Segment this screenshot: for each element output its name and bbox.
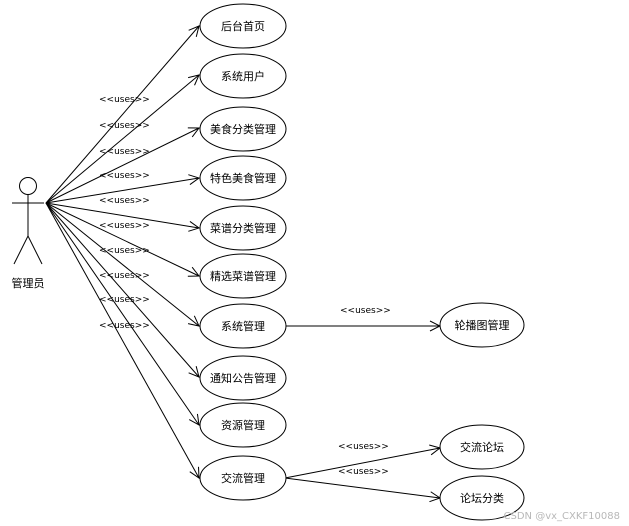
assoc-line-exchange-to-forum [284, 448, 440, 479]
use-case-exchange-forum: 交流论坛 [439, 424, 525, 470]
assoc-line-exchange-to-category [284, 477, 440, 498]
uses-label: <<uses>> [99, 271, 150, 281]
assoc-line-2 [45, 128, 199, 204]
use-cases: 后台首页 系统用户 美食分类管理 特色美食管理 菜谱分类管理 精选菜谱管理 系统… [199, 3, 525, 521]
assoc-line-8 [45, 202, 199, 425]
use-case-system-management: 系统管理 [199, 303, 287, 349]
use-case-forum-category: 论坛分类 [439, 475, 525, 521]
uses-label: <<uses>> [338, 467, 389, 477]
associations [45, 26, 440, 498]
uses-label: <<uses>> [99, 95, 150, 105]
svg-text:后台首页: 后台首页 [221, 19, 265, 33]
actor-head [19, 177, 37, 195]
use-case-notice-management: 通知公告管理 [199, 355, 287, 401]
assoc-line-0 [45, 26, 199, 204]
use-case-featured-food-management: 特色美食管理 [199, 155, 287, 201]
svg-text:系统管理: 系统管理 [221, 319, 265, 333]
uses-label: <<uses>> [338, 442, 389, 452]
use-case-carousel-management: 轮播图管理 [439, 302, 525, 348]
svg-text:菜谱分类管理: 菜谱分类管理 [210, 221, 276, 235]
watermark: CSDN @vx_CXKF10088 [504, 511, 620, 522]
uses-label: <<uses>> [99, 121, 150, 131]
svg-text:通知公告管理: 通知公告管理 [210, 371, 276, 385]
assoc-line-6 [45, 202, 199, 326]
uses-label: <<uses>> [99, 196, 150, 206]
svg-text:特色美食管理: 特色美食管理 [210, 171, 276, 185]
svg-text:论坛分类: 论坛分类 [460, 491, 504, 505]
stereotype-labels: <<uses>> <<uses>> <<uses>> <<uses>> <<us… [99, 95, 391, 477]
uses-label: <<uses>> [99, 246, 150, 256]
uses-label: <<uses>> [99, 221, 150, 231]
actor-administrator: 管理员 [12, 177, 45, 290]
use-case-recipe-category-management: 菜谱分类管理 [199, 205, 287, 251]
assoc-line-9 [45, 202, 199, 478]
uses-label: <<uses>> [99, 171, 150, 181]
actor-label: 管理员 [12, 276, 45, 290]
assoc-line-1 [45, 75, 199, 204]
uses-label: <<uses>> [99, 147, 150, 157]
assoc-line-4 [45, 202, 199, 228]
use-case-food-category-management: 美食分类管理 [199, 106, 287, 152]
use-case-resource-management: 资源管理 [199, 402, 287, 448]
assoc-line-5 [45, 202, 199, 276]
assoc-line-7 [45, 202, 199, 377]
svg-text:资源管理: 资源管理 [221, 418, 265, 432]
uses-label: <<uses>> [99, 295, 150, 305]
use-case-system-users: 系统用户 [199, 53, 287, 99]
svg-text:美食分类管理: 美食分类管理 [210, 122, 276, 136]
actor-right-leg [27, 235, 43, 265]
svg-text:交流论坛: 交流论坛 [460, 440, 504, 454]
use-case-dashboard: 后台首页 [199, 3, 287, 49]
assoc-line-3 [45, 178, 199, 204]
actor-left-leg [13, 235, 29, 265]
svg-text:精选菜谱管理: 精选菜谱管理 [210, 269, 276, 283]
use-case-selected-recipe-management: 精选菜谱管理 [199, 253, 287, 299]
uses-label: <<uses>> [340, 306, 391, 316]
use-case-exchange-management: 交流管理 [199, 455, 287, 501]
uses-label: <<uses>> [99, 321, 150, 331]
svg-text:系统用户: 系统用户 [221, 69, 265, 83]
svg-text:轮播图管理: 轮播图管理 [455, 318, 510, 332]
svg-text:交流管理: 交流管理 [221, 471, 265, 485]
